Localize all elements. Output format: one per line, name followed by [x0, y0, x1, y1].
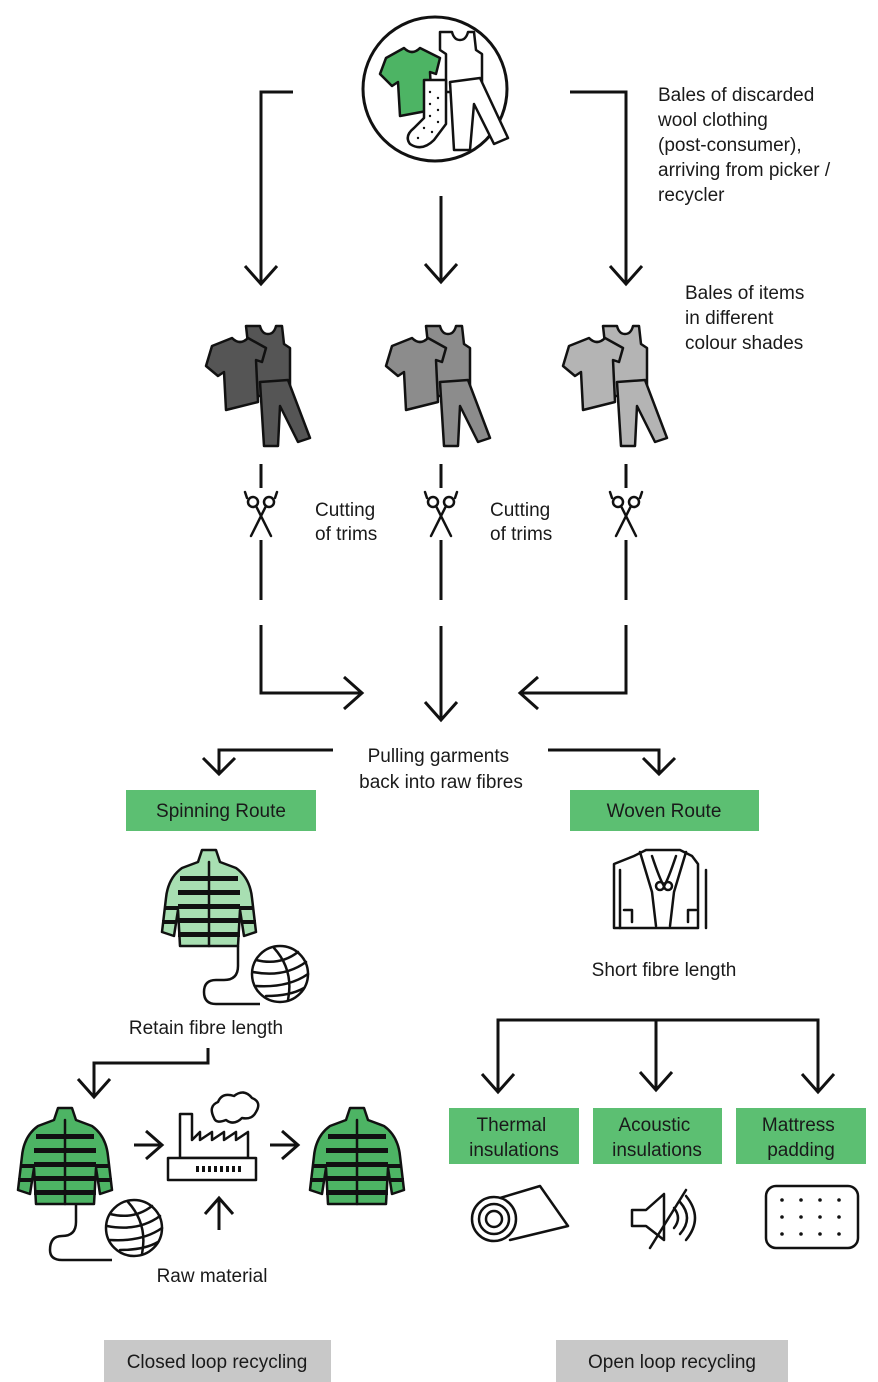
- retain-fibre-caption: Retain fibre length: [129, 1018, 283, 1039]
- spinning-route-box: Spinning Route: [126, 790, 316, 831]
- svg-text:Acoustic insulations: Acoustic insulations: [612, 1115, 702, 1161]
- pulling-label: Pulling garments back into raw fibres: [359, 746, 523, 793]
- clothing-set-light: [561, 324, 669, 448]
- clothing-bundle-icon: [361, 15, 510, 163]
- svg-text:Woven Route: Woven Route: [607, 801, 722, 822]
- closed-loop-box: Closed loop recycling: [104, 1340, 331, 1382]
- cutting-label-left: Cutting of trims: [315, 500, 380, 545]
- source-label: Bales of discarded wool clothing (post-c…: [657, 85, 835, 206]
- clothing-set-mid: [384, 324, 492, 448]
- source-to-shades-arrows: [243, 90, 644, 287]
- factory-icon: [166, 1091, 260, 1182]
- coat-icon: [612, 848, 708, 930]
- clothing-set-dark: [204, 324, 312, 448]
- cutting-lines: [259, 464, 628, 600]
- svg-text:Open loop recycling: Open loop recycling: [588, 1352, 756, 1373]
- woven-route-box: Woven Route: [570, 790, 759, 831]
- svg-text:Spinning Route: Spinning Route: [156, 801, 286, 822]
- roll-icon: [470, 1184, 570, 1243]
- retain-to-closed-arrow: [76, 1048, 210, 1100]
- raw-material-label: Raw material: [157, 1266, 268, 1287]
- acoustic-insulations-box: Acoustic insulations: [593, 1108, 722, 1164]
- raw-material-arrow: [203, 1195, 235, 1230]
- woven-split-arrows: [480, 1018, 836, 1095]
- scissors-icon: [243, 490, 644, 538]
- mattress-padding-box: Mattress padding: [736, 1108, 866, 1164]
- converge-arrows: [259, 625, 628, 723]
- mattress-icon: [764, 1184, 860, 1250]
- shades-label: Bales of items in different colour shade…: [685, 283, 810, 354]
- branch-arrows: [201, 748, 677, 777]
- svg-text:Thermal insulations: Thermal insulations: [469, 1115, 559, 1161]
- closed-loop-jacket-input: [16, 1106, 164, 1262]
- arrow-from-factory: [270, 1129, 301, 1161]
- mute-speaker-icon: [630, 1188, 697, 1250]
- open-loop-box: Open loop recycling: [556, 1340, 788, 1382]
- svg-text:Closed loop recycling: Closed loop recycling: [127, 1352, 308, 1373]
- short-fibre-caption: Short fibre length: [592, 960, 737, 981]
- closed-loop-jacket-output: [308, 1106, 406, 1206]
- cutting-label-right: Cutting of trims: [490, 500, 555, 545]
- puffer-jacket-with-yarn-icon: [160, 848, 310, 1006]
- arrow-to-factory: [134, 1129, 165, 1161]
- thermal-insulations-box: Thermal insulations: [449, 1108, 579, 1164]
- svg-text:Mattress padding: Mattress padding: [762, 1115, 840, 1161]
